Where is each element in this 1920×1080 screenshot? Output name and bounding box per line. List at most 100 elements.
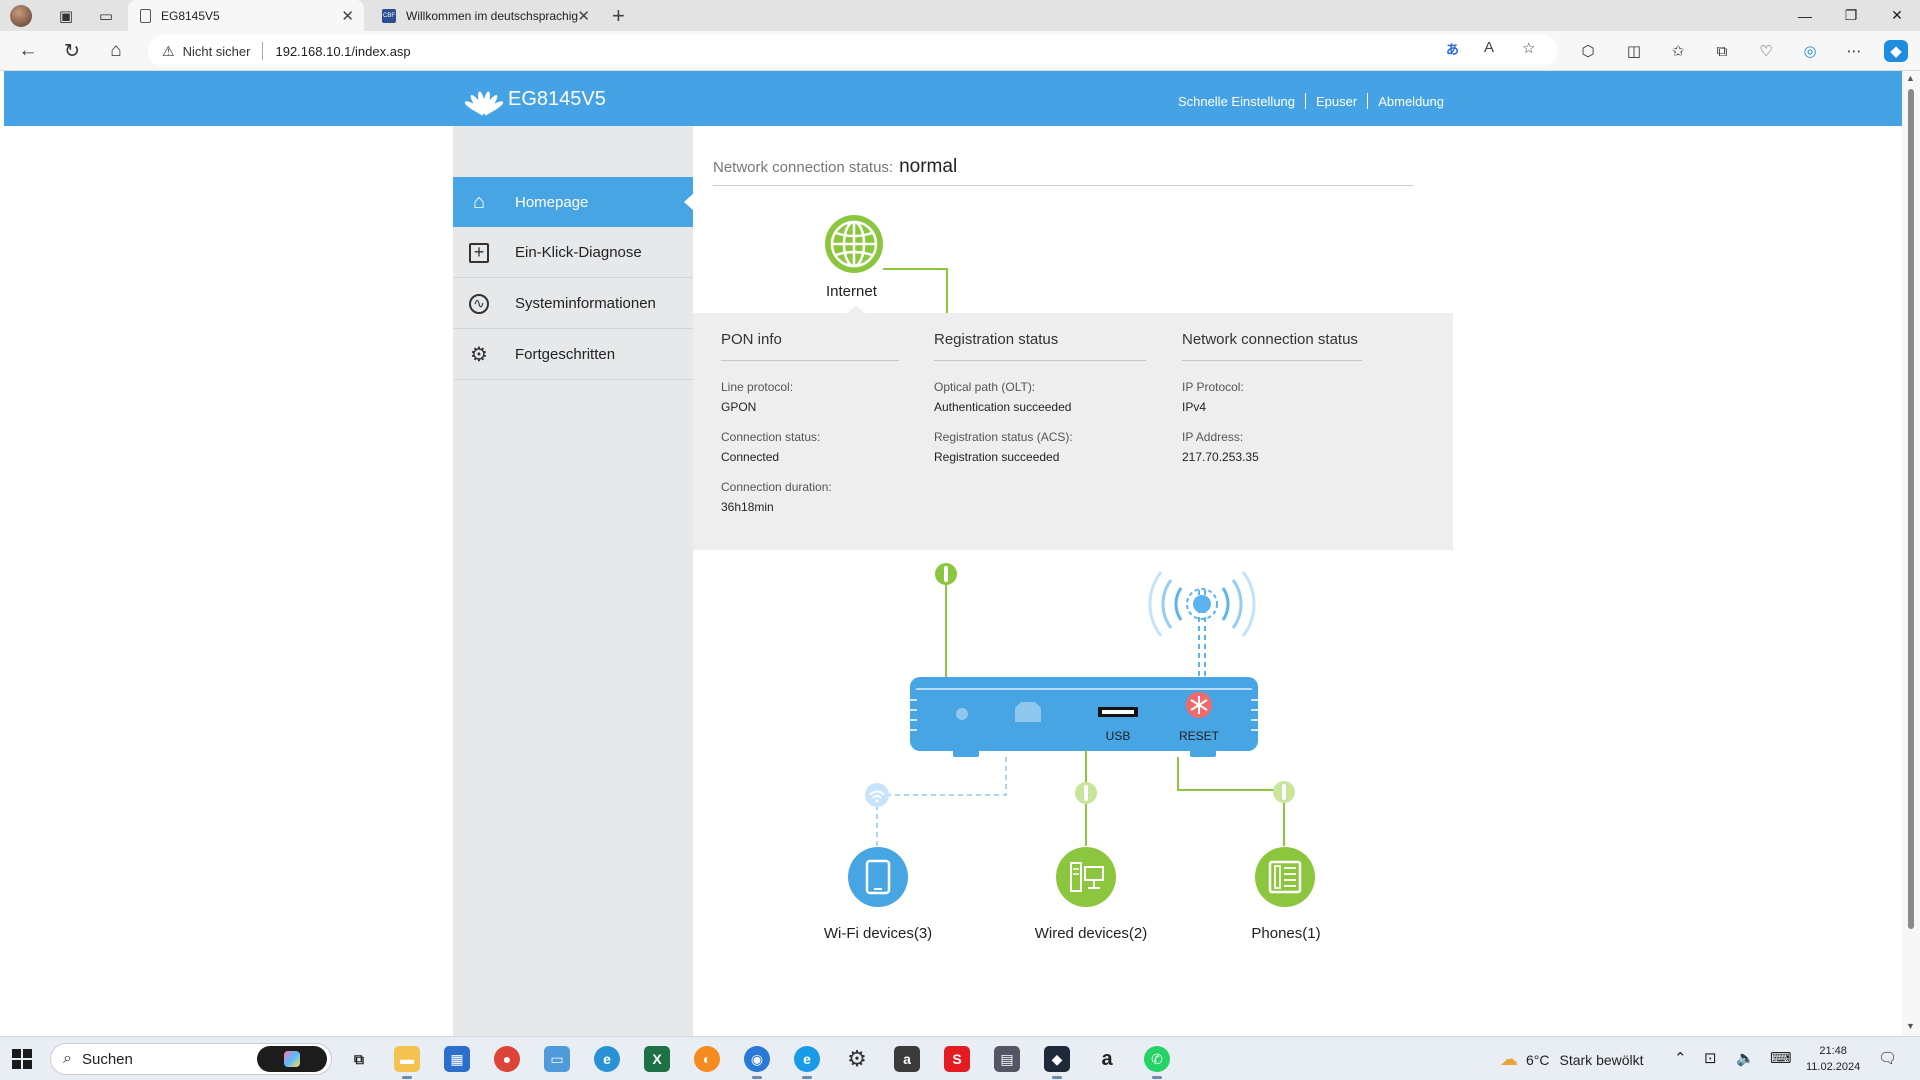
info-item: IP Protocol: IPv4 [1182, 377, 1362, 417]
close-tab-icon[interactable]: ✕ [341, 7, 354, 25]
tab-actions-icon[interactable]: ▭ [98, 7, 114, 25]
edge-icon[interactable]: e [794, 1046, 820, 1079]
wifi-devices-link[interactable]: Wi-Fi devices(3) [823, 925, 933, 942]
workspaces-icon[interactable]: ▣ [58, 7, 74, 25]
url-text[interactable]: 192.168.10.1/index.asp [275, 43, 411, 59]
close-tab-icon[interactable]: ✕ [577, 7, 590, 25]
sidebar-item-label: Fortgeschritten [515, 346, 616, 363]
thunderbird-icon[interactable]: ◉ [744, 1046, 770, 1079]
topology-diagram: USB RESET [693, 550, 1453, 1036]
info-value: IPv4 [1182, 400, 1207, 414]
favorite-star-icon[interactable]: ☆ [1522, 40, 1536, 57]
home-icon: ⌂ [472, 190, 486, 213]
collections-icon[interactable]: ⧉ [1716, 42, 1728, 60]
tab-willkommen[interactable]: CBF Willkommen im deutschsprachig ✕ [370, 0, 600, 31]
logout-link[interactable]: Abmeldung [1378, 93, 1444, 109]
weather-temp: 6°C [1526, 1051, 1550, 1068]
translate-icon[interactable]: あ [1446, 42, 1460, 57]
pon-info-column: PON info Line protocol: GPON Connection … [721, 331, 899, 517]
sparkasse-icon[interactable]: S [944, 1046, 970, 1072]
read-aloud-icon[interactable]: A [1484, 39, 1495, 56]
phones-link[interactable]: Phones(1) [1251, 925, 1321, 942]
profile-avatar-icon[interactable] [10, 4, 32, 27]
copilot-icon[interactable]: ◆ [1884, 40, 1908, 62]
scroll-thumb[interactable] [1908, 89, 1914, 929]
info-item: Connection status: Connected [721, 427, 899, 467]
page-icon [140, 8, 151, 23]
brand-logo: EG8145V5 [463, 85, 606, 116]
settings-gear-icon[interactable]: ⚙ [847, 1046, 867, 1071]
internet-explorer-icon[interactable]: e [594, 1046, 620, 1072]
copilot-search-icon[interactable] [257, 1046, 327, 1072]
security-label[interactable]: Nicht sicher [182, 43, 251, 59]
store-icon[interactable]: ▦ [444, 1046, 470, 1072]
minimize-icon[interactable]: — [1798, 7, 1812, 24]
speaker-icon[interactable]: 🔈 [1736, 1050, 1755, 1067]
sidebar-item-label: Systeminformationen [515, 295, 656, 312]
firefox-icon[interactable]: ◐ [694, 1046, 720, 1072]
browser-essentials-icon[interactable]: ♡ [1759, 43, 1773, 60]
extensions-icon[interactable]: ⬡ [1581, 43, 1595, 60]
whatsapp-icon[interactable]: ✆ [1144, 1046, 1170, 1079]
phone-device-icon [1255, 847, 1315, 907]
close-window-icon[interactable]: ✕ [1891, 7, 1903, 23]
task-view-icon[interactable]: ⧉ [354, 1050, 364, 1067]
wired-devices-link[interactable]: Wired devices(2) [1034, 925, 1148, 942]
topology-svg: USB RESET [848, 563, 1315, 907]
more-menu-icon[interactable]: ⋯ [1846, 43, 1862, 60]
registration-title: Registration status [934, 331, 1146, 361]
quick-setup-link[interactable]: Schnelle Einstellung [1177, 93, 1296, 109]
excel-icon[interactable]: X [644, 1046, 670, 1072]
reset-label: RESET [1179, 729, 1220, 743]
remote-desktop-icon[interactable]: ▭ [544, 1046, 570, 1072]
notifications-icon[interactable]: 🗨 [1878, 1050, 1898, 1067]
windows-start-icon[interactable] [12, 1049, 32, 1069]
sidebar-item-advanced[interactable]: ⚙ Fortgeschritten [453, 330, 693, 380]
sidebar-item-homepage[interactable]: ⌂ Homepage [453, 177, 694, 227]
network-status: Network connection status: normal [713, 156, 957, 178]
restore-icon[interactable]: ❐ [1844, 7, 1858, 23]
keyboard-icon[interactable]: ⌨ [1770, 1050, 1792, 1067]
chrome-icon[interactable]: ● [494, 1046, 520, 1072]
back-icon[interactable]: ← [18, 40, 38, 61]
system-clock[interactable]: 21:48 11.02.2024 [1806, 1043, 1860, 1075]
split-screen-icon[interactable]: ◫ [1626, 43, 1642, 60]
new-tab-icon[interactable]: + [612, 3, 625, 28]
device-manager-icon[interactable]: ▤ [994, 1046, 1020, 1072]
divider [1367, 93, 1369, 109]
file-explorer-icon[interactable]: ▬ [394, 1046, 420, 1079]
warning-icon[interactable]: ⚠ [162, 42, 175, 59]
wifi-antenna-icon [1148, 571, 1256, 680]
weather-widget[interactable]: ☁ 6°C Stark bewölkt [1500, 1049, 1644, 1070]
tab-eg8145v5[interactable]: EG8145V5 ✕ [128, 0, 364, 31]
show-hidden-icons-icon[interactable]: ⌃ [1674, 1050, 1687, 1067]
internet-label[interactable]: Internet [826, 283, 877, 300]
wifi-signal-icon [865, 783, 889, 807]
scroll-up-icon[interactable]: ▲ [1906, 73, 1915, 83]
home-icon[interactable]: ⌂ [110, 40, 122, 61]
vpn-app-icon[interactable]: ◆ [1044, 1046, 1070, 1079]
wifi-device-tablet-icon [848, 847, 908, 907]
pointer-arrow [846, 305, 866, 314]
amazon-shop-icon[interactable]: a [1101, 1047, 1113, 1070]
scroll-down-icon[interactable]: ▼ [1906, 1021, 1915, 1031]
edge-copilot-icon[interactable]: ◎ [1803, 43, 1817, 60]
sidebar-item-diagnosis[interactable]: + Ein-Klick-Diagnose [453, 228, 693, 278]
info-key: IP Protocol: [1182, 380, 1244, 394]
wired-device-computer-icon [1056, 847, 1116, 907]
usb-tray-icon[interactable]: ⊡ [1704, 1050, 1717, 1067]
pon-info-title: PON info [721, 331, 899, 361]
browser-tab-bar: ▣ ▭ EG8145V5 ✕ CBF Willkommen im deutsch… [0, 0, 1920, 31]
internet-globe-icon[interactable] [823, 213, 885, 280]
page-scrollbar[interactable]: ▲ ▼ [1902, 71, 1920, 1036]
reload-icon[interactable]: ↻ [64, 40, 80, 62]
info-panel: PON info Line protocol: GPON Connection … [693, 305, 1453, 550]
url-field[interactable]: ⚠ Nicht sicher 192.168.10.1/index.asp あ … [148, 35, 1558, 67]
favorites-icon[interactable]: ✩ [1671, 43, 1685, 60]
amazon-app-icon[interactable]: a [894, 1046, 920, 1072]
user-link[interactable]: Epuser [1316, 93, 1358, 109]
taskbar-search[interactable]: ⌕ Suchen [50, 1043, 332, 1075]
registration-column: Registration status Optical path (OLT): … [934, 331, 1146, 467]
sidebar-item-system-info[interactable]: ∿ Systeminformationen [453, 279, 693, 329]
status-label: Network connection status: [713, 159, 894, 176]
